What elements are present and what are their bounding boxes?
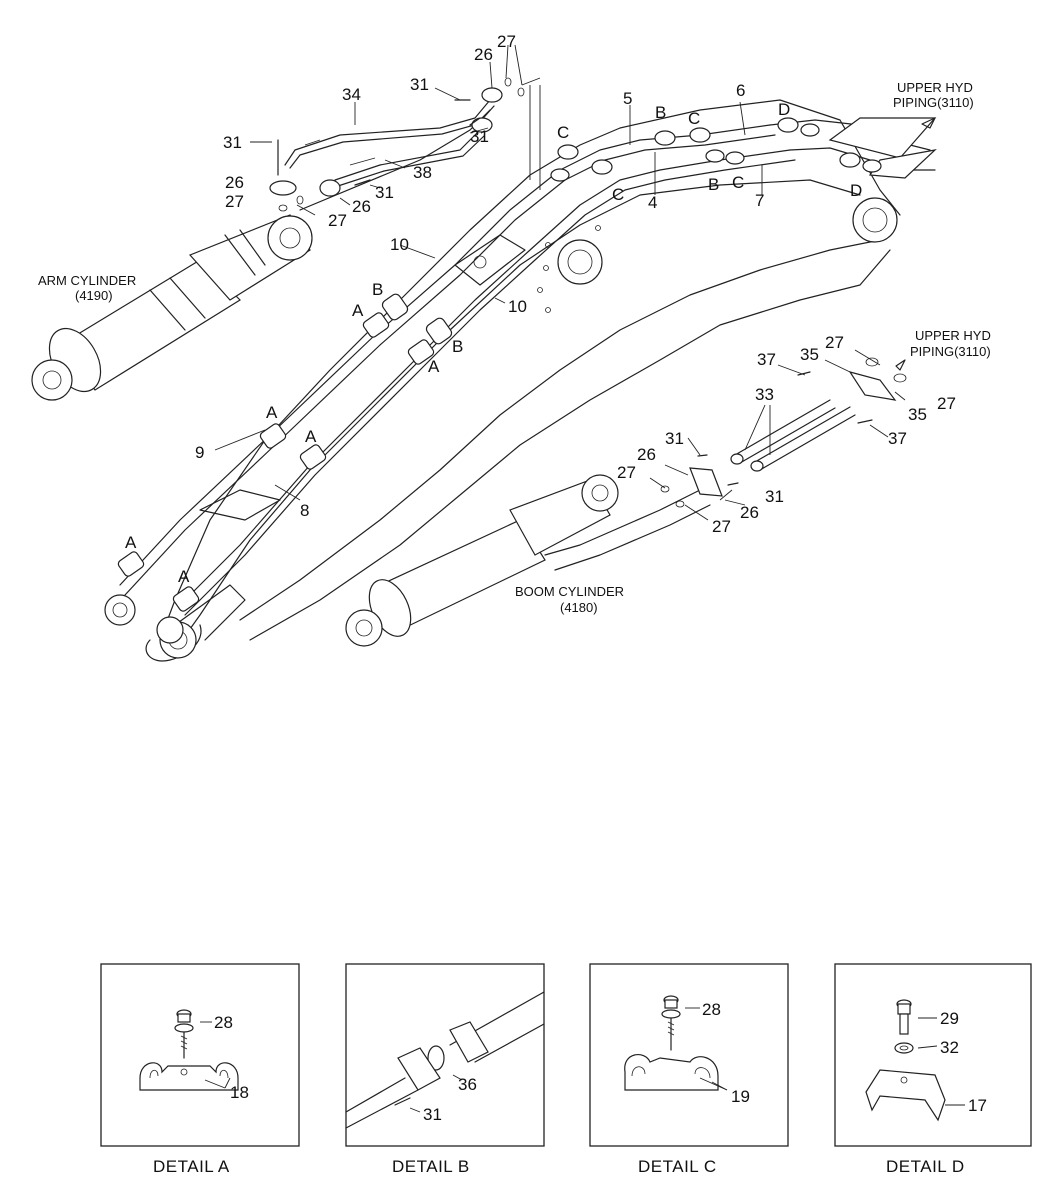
leader-lines xyxy=(214,44,906,521)
detail-d-callout-29: 29 xyxy=(940,1009,959,1028)
detail-c-caption: DETAIL C xyxy=(638,1157,717,1176)
callout-37-upper: 37 xyxy=(757,350,776,369)
callout-27-upper-right: 27 xyxy=(825,333,844,352)
callout-27-boom-bottom: 27 xyxy=(712,517,731,536)
callout-27-left: 27 xyxy=(225,192,244,211)
detail-d-caption: DETAIL D xyxy=(886,1157,965,1176)
arm-hoses xyxy=(269,77,525,212)
marker-c-2: C xyxy=(612,185,624,204)
boom-cylinder-code: (4180) xyxy=(560,600,598,615)
arm-cylinder-code: (4190) xyxy=(75,288,113,303)
callout-10-upper: 10 xyxy=(390,235,409,254)
upper-hyd-piping-arrow xyxy=(828,117,937,179)
boom-structure xyxy=(145,99,901,662)
marker-b-2: B xyxy=(452,337,463,356)
callout-27-top: 27 xyxy=(497,32,516,51)
detail-a-callout-28: 28 xyxy=(214,1013,233,1032)
callout-35-upper: 35 xyxy=(800,345,819,364)
callout-31-boom-top: 31 xyxy=(665,429,684,448)
detail-b-callout-31: 31 xyxy=(423,1105,442,1124)
upper-hyd-piping-label-top: UPPER HYD xyxy=(897,80,973,95)
callout-26-mid: 26 xyxy=(352,197,371,216)
letter-markers: A A A A A A B B B B C C C C D D xyxy=(125,100,862,586)
callout-4: 4 xyxy=(648,193,657,212)
boom-cylinder xyxy=(345,474,711,647)
upper-hyd-piping-label-right: UPPER HYD xyxy=(915,328,991,343)
callout-7: 7 xyxy=(755,191,764,210)
callout-6: 6 xyxy=(736,81,745,100)
callout-33: 33 xyxy=(755,385,774,404)
detail-b-caption: DETAIL B xyxy=(392,1157,470,1176)
detail-c-callout-19: 19 xyxy=(731,1087,750,1106)
boom-cylinder-label: BOOM CYLINDER xyxy=(515,584,624,599)
detail-a: 28 18 xyxy=(100,963,300,1147)
callout-35-lower: 35 xyxy=(908,405,927,424)
marker-d-2: D xyxy=(850,181,862,200)
marker-c-4: C xyxy=(732,173,744,192)
callout-27-right: 27 xyxy=(937,394,956,413)
upper-hyd-piping-code-right: PIPING(3110) xyxy=(910,344,991,359)
marker-b-3: B xyxy=(655,103,666,122)
detail-d: 29 32 17 xyxy=(834,963,1032,1147)
detail-d-callout-17: 17 xyxy=(968,1096,987,1115)
marker-a-6: A xyxy=(428,357,440,376)
callout-37-lower: 37 xyxy=(888,429,907,448)
callout-10-lower: 10 xyxy=(508,297,527,316)
detail-c: 28 19 xyxy=(589,963,789,1147)
marker-d-1: D xyxy=(778,100,790,119)
marker-a-4: A xyxy=(305,427,317,446)
callout-27-boom-left: 27 xyxy=(617,463,636,482)
arm-cylinder-label: ARM CYLINDER xyxy=(38,273,136,288)
upper-hyd-piping-code-top: PIPING(3110) xyxy=(893,95,974,110)
callout-26-boom-top: 26 xyxy=(637,445,656,464)
marker-b-4: B xyxy=(708,175,719,194)
callout-31-mid: 31 xyxy=(470,127,489,146)
callout-26-top: 26 xyxy=(474,45,493,64)
boom-pipes xyxy=(104,119,936,644)
detail-c-callout-28: 28 xyxy=(702,1000,721,1019)
marker-c-1: C xyxy=(557,123,569,142)
marker-a-3: A xyxy=(266,403,278,422)
callout-38: 38 xyxy=(413,163,432,182)
callout-9: 9 xyxy=(195,443,204,462)
component-labels: ARM CYLINDER (4190) BOOM CYLINDER (4180)… xyxy=(38,80,991,615)
marker-a-2: A xyxy=(178,567,190,586)
callout-31-left: 31 xyxy=(223,133,242,152)
detail-d-callout-32: 32 xyxy=(940,1038,959,1057)
callout-27-mid: 27 xyxy=(328,211,347,230)
callout-26-left: 26 xyxy=(225,173,244,192)
marker-b-1: B xyxy=(372,280,383,299)
detail-b-callout-36: 36 xyxy=(458,1075,477,1094)
callout-34: 34 xyxy=(342,85,361,104)
boom-hoses xyxy=(660,357,907,508)
callout-5: 5 xyxy=(623,89,632,108)
callout-31-boom-right: 31 xyxy=(765,487,784,506)
detail-a-callout-18: 18 xyxy=(230,1083,249,1102)
callout-31-top: 31 xyxy=(410,75,429,94)
marker-c-3: C xyxy=(688,109,700,128)
clamp-markers xyxy=(117,117,882,612)
marker-a-1: A xyxy=(125,533,137,552)
marker-a-5: A xyxy=(352,301,364,320)
callouts: 34 31 31 26 27 31 38 26 31 27 26 27 10 1… xyxy=(195,32,956,536)
callout-8: 8 xyxy=(300,501,309,520)
detail-b: 36 31 xyxy=(345,963,545,1147)
callout-31-right: 31 xyxy=(375,183,394,202)
callout-26-boom-bottom: 26 xyxy=(740,503,759,522)
arm-cylinder xyxy=(31,109,491,401)
detail-a-caption: DETAIL A xyxy=(153,1157,230,1176)
